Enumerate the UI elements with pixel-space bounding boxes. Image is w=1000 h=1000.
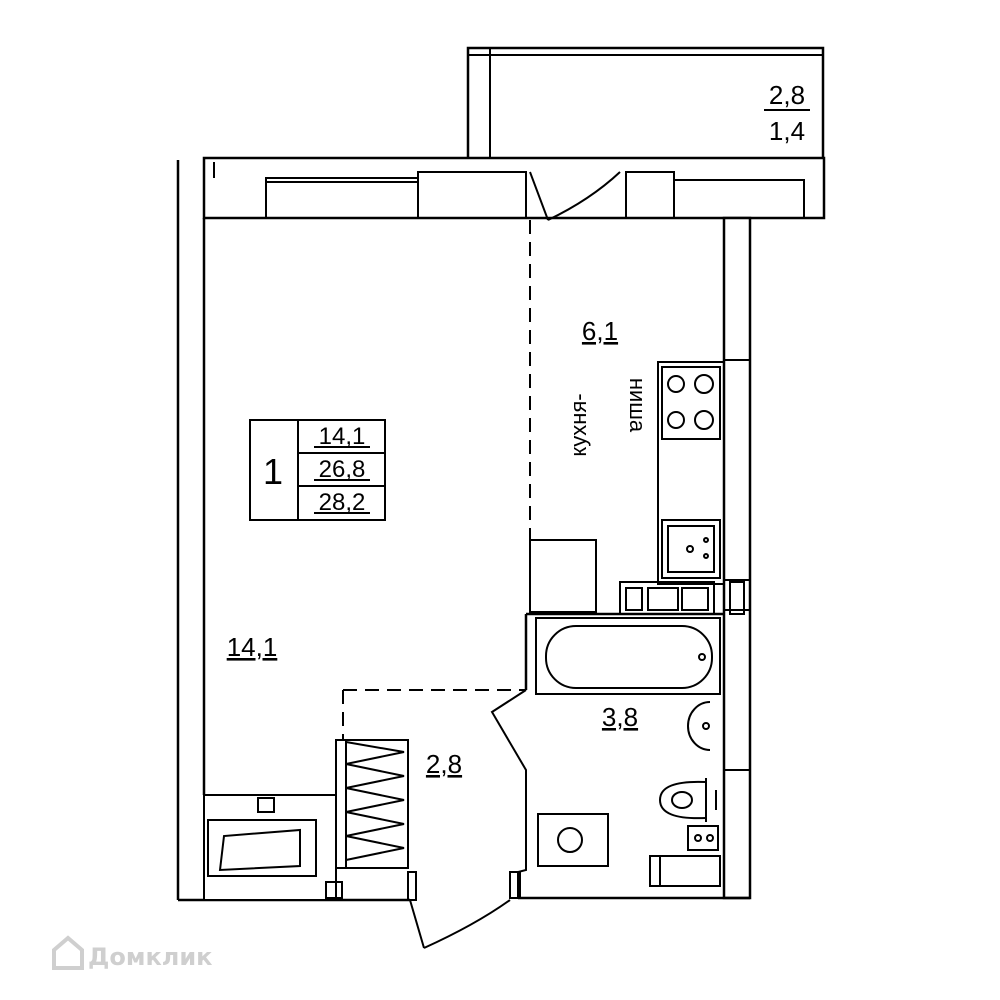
entrance-door xyxy=(407,871,521,949)
kitchen-caption-line1: кухня- xyxy=(566,393,591,456)
bathroom xyxy=(490,612,724,898)
summary-total-with-balcony: 28,2 xyxy=(319,489,366,516)
house-icon xyxy=(52,935,84,970)
top-wall xyxy=(202,156,826,220)
hall-area: 2,8 xyxy=(426,749,462,779)
left-wall xyxy=(176,160,410,902)
balcony-reduced-area: 1,4 xyxy=(769,116,805,146)
balcony xyxy=(466,46,825,162)
kitchen-counter xyxy=(657,361,725,585)
kitchen-sink xyxy=(661,519,721,579)
summary-living-area: 14,1 xyxy=(319,423,366,450)
watermark-text: Домклик xyxy=(88,943,212,971)
bed xyxy=(203,794,343,901)
bathroom-area: 3,8 xyxy=(602,702,638,732)
kitchen-caption-line2: ниша xyxy=(625,378,650,433)
balcony-door xyxy=(529,171,621,221)
kitchen-area: 6,1 xyxy=(582,316,618,346)
room-count: 1 xyxy=(263,451,283,492)
summary-table xyxy=(249,419,386,521)
living-area: 14,1 xyxy=(227,632,278,662)
wardrobe xyxy=(335,739,409,869)
balcony-area: 2,8 xyxy=(769,80,805,110)
hall-divider xyxy=(342,689,526,740)
fridge xyxy=(529,539,597,613)
summary-total-area: 26,8 xyxy=(319,456,366,483)
